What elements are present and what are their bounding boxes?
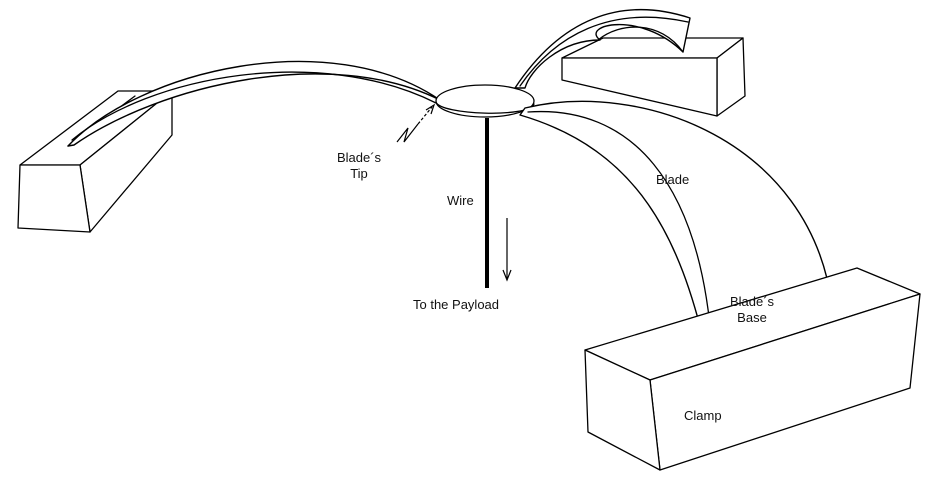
to-payload-label: To the Payload <box>413 297 499 313</box>
payload-arrow <box>503 218 511 280</box>
central-disc <box>436 85 534 117</box>
blade-base-label-line2: Base <box>720 310 784 326</box>
blade-label: Blade <box>656 172 689 188</box>
disc-top <box>436 85 534 117</box>
blade-tip-label-line1: Blade´s <box>327 150 391 166</box>
blade-tip-label-line2: Tip <box>327 166 391 182</box>
clamp-label: Clamp <box>684 408 722 424</box>
blade-base-label: Blade´s Base <box>720 294 784 326</box>
blade-tip-label: Blade´s Tip <box>327 150 391 182</box>
left-clamp <box>18 91 172 232</box>
wire-label: Wire <box>447 193 474 209</box>
left-clamp-front <box>18 165 90 232</box>
blade-tip-leader <box>397 105 434 142</box>
blade-base-label-line1: Blade´s <box>720 294 784 310</box>
